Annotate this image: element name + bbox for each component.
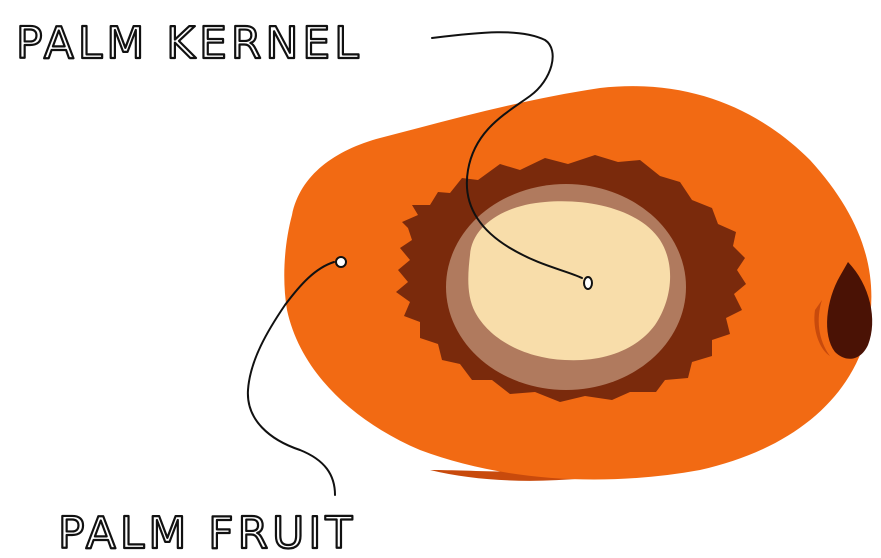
- palm-fruit-label: PALM FRUIT: [58, 508, 356, 558]
- kernel: [468, 201, 670, 360]
- fruit-marker: [336, 257, 346, 267]
- kernel-marker: [584, 277, 592, 289]
- palm-kernel-label: PALM KERNEL: [16, 18, 363, 69]
- palm-fruit-illustration: [284, 86, 872, 481]
